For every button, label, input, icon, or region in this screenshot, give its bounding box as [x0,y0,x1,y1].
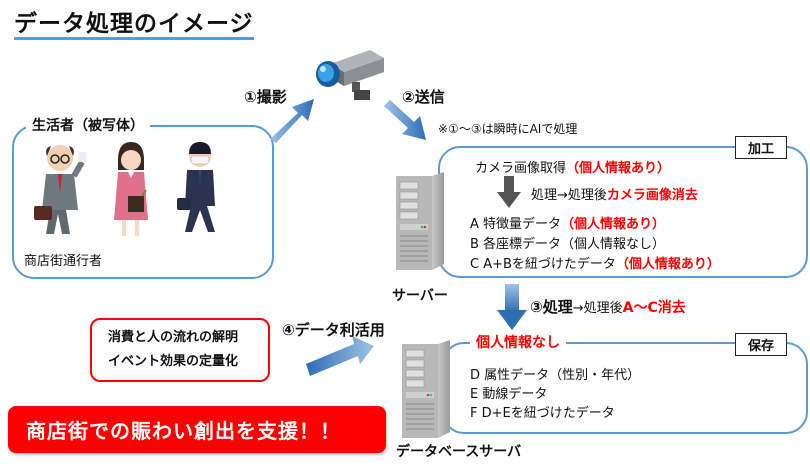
processing-tag: 加工 [735,136,788,159]
item-b-text: B 各座標データ（個人情報なし） [470,237,666,252]
storage-item-f: F D+Eを紐づけたデータ [470,406,615,421]
result-item-1: 消費と人の流れの解明 [108,330,239,345]
masked-businessman-icon [177,142,215,232]
item-a-text: A 特徴量データ [470,217,562,232]
page-title: データ処理のイメージ [14,11,254,37]
data-use-arrow-icon [306,336,374,376]
camera-line-text: カメラ画像取得 [475,161,567,176]
storage-item-d: D 属性データ（性別・年代） [470,368,641,383]
people-caption: 商店街通行者 [24,254,103,269]
item-c-red: （個人情報あり） [615,257,720,272]
storage-tag: 保存 [735,333,788,356]
step-process-red: A～C消去 [622,300,686,316]
storage-panel [442,342,808,434]
database-server-icon [402,340,450,438]
step-process-label: ③処理 [530,298,573,316]
item-c-text: C A+Bを紐づけたデータ [470,257,616,272]
processing-item-b: B 各座標データ（個人情報なし） [470,233,665,252]
storage-header: 個人情報なし [470,332,566,352]
people-panel-label: 生活者（被写体） [26,115,150,135]
ai-note: ※①～③は瞬時にAIで処理 [438,122,578,136]
step-send: ②送信 [402,88,445,106]
camera-line: カメラ画像取得（個人情報あり） [475,157,670,176]
camera-line-red: （個人情報あり） [566,161,671,176]
send-arrow-icon [384,100,426,140]
processing-arrow-label: 処理→処理後 [531,188,607,203]
down-arrow-icon [497,176,521,208]
results-box: 消費と人の流れの解明 イベント効果の定量化 [90,318,270,382]
step-process-rest: →処理後 [572,301,623,316]
security-camera-icon [316,50,384,100]
processing-arrow-red: カメラ画像消去 [606,188,698,203]
server-icon [396,172,444,270]
step-capture: ①撮影 [244,88,287,106]
server-label: サーバー [392,288,448,304]
step-process: ③処理→処理後A～C消去 [530,296,686,317]
step-data-use: ④データ利活用 [282,321,385,339]
elderly-man-icon [34,145,86,234]
processing-item-a: A 特徴量データ（個人情報あり） [470,213,665,232]
woman-shopper-icon [114,142,148,236]
title-underline [14,37,254,40]
processing-item-c: C A+Bを紐づけたデータ（個人情報あり） [470,253,720,272]
processing-panel [438,146,808,278]
item-a-red: （個人情報あり） [561,217,666,232]
storage-item-e: E 動線データ [470,387,548,402]
process-arrow-icon [497,284,527,330]
result-item-2: イベント効果の定量化 [108,354,239,369]
database-server-label: データベースサーバ [396,444,522,460]
capture-arrow-icon [270,99,314,143]
support-banner: 商店街での賑わい創出を支援！！ [8,406,386,453]
processing-arrow-text: 処理→処理後カメラ画像消去 [531,184,698,203]
